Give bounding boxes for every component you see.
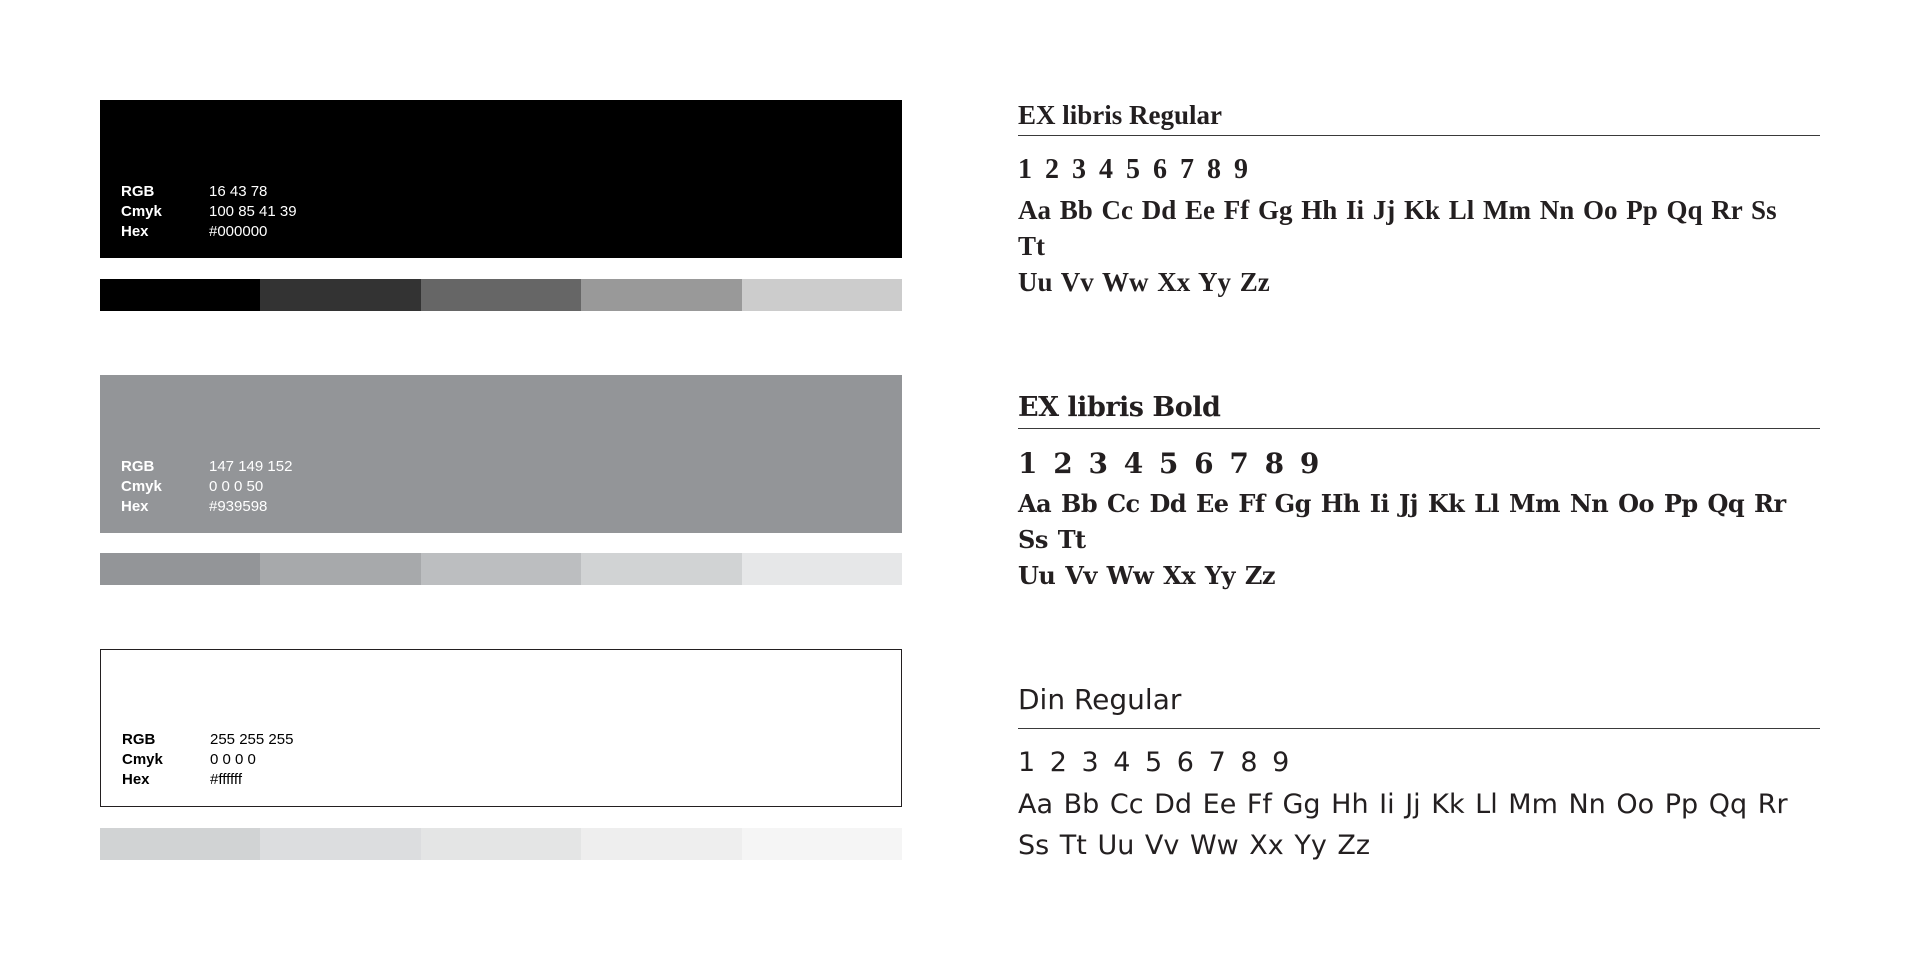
hex-value: #939598: [209, 498, 268, 515]
tint-strip-black: [100, 279, 903, 311]
tint-swatch: [260, 279, 421, 311]
color-specs: RGB 255 255 255 Cmyk 0 0 0 0 Hex #ffffff: [122, 730, 293, 790]
tint-swatch: [741, 553, 903, 585]
rgb-label: RGB: [122, 731, 156, 748]
font-alphabet-line: Aa Bb Cc Dd Ee Ff Gg Hh Ii Jj Kk Ll Mm N…: [1018, 789, 1788, 820]
tint-swatch: [420, 279, 582, 311]
font-name: EX libris Regular: [1018, 100, 1223, 130]
tint-swatch: [420, 553, 582, 585]
tint-swatch: [100, 828, 261, 860]
divider: [1018, 135, 1820, 136]
divider: [1018, 428, 1820, 429]
hex-value: #000000: [209, 223, 268, 240]
tint-swatch: [581, 828, 742, 860]
tint-swatch: [581, 279, 742, 311]
tint-strip-gray: [100, 553, 903, 585]
tint-swatch: [741, 279, 903, 311]
color-swatch-gray: RGB 147 149 152 Cmyk 0 0 0 50 Hex #939598: [100, 375, 902, 533]
cmyk-value: 100 85 41 39: [209, 203, 297, 220]
tint-swatch: [100, 553, 261, 585]
cmyk-label: Cmyk: [121, 203, 162, 220]
font-alphabet-line: Uu Vv Ww Xx Yy Zz: [1018, 561, 1276, 590]
color-swatch-black: RGB 16 43 78 Cmyk 100 85 41 39 Hex #000000: [100, 100, 902, 258]
divider: [1018, 728, 1820, 729]
hex-label: Hex: [121, 498, 149, 515]
cmyk-label: Cmyk: [122, 751, 163, 768]
tint-swatch: [741, 828, 903, 860]
rgb-value: 147 149 152: [209, 458, 293, 475]
rgb-label: RGB: [121, 183, 155, 200]
font-alphabet-line: Aa Bb Cc Dd Ee Ff Gg Hh Ii Jj Kk Ll Mm N…: [1018, 195, 1777, 261]
tint-swatch: [260, 828, 421, 860]
color-specs: RGB 147 149 152 Cmyk 0 0 0 50 Hex #939598: [121, 457, 292, 517]
font-numbers: 1 2 3 4 5 6 7 8 9: [1018, 154, 1251, 185]
rgb-value: 16 43 78: [209, 183, 268, 200]
hex-value: #ffffff: [210, 771, 242, 788]
tint-strip-white: [100, 828, 903, 860]
rgb-value: 255 255 255: [210, 731, 294, 748]
font-specimen-exlibris-bold: EX libris Bold 1 2 3 4 5 6 7 8 9 Aa Bb C…: [1018, 388, 1820, 594]
tint-swatch: [581, 553, 742, 585]
font-numbers: 1 2 3 4 5 6 7 8 9: [1018, 747, 1293, 778]
font-alphabet-line: Aa Bb Cc Dd Ee Ff Gg Hh Ii Jj Kk Ll Mm N…: [1018, 489, 1786, 554]
color-specs: RGB 16 43 78 Cmyk 100 85 41 39 Hex #000000: [121, 182, 297, 242]
color-swatch-white: RGB 255 255 255 Cmyk 0 0 0 0 Hex #ffffff: [100, 649, 902, 807]
font-alphabet-line: Ss Tt Uu Vv Ww Xx Yy Zz: [1018, 830, 1371, 861]
font-numbers: 1 2 3 4 5 6 7 8 9: [1018, 447, 1323, 480]
font-specimen-din-regular: Din Regular 1 2 3 4 5 6 7 8 9 Aa Bb Cc D…: [1018, 680, 1820, 866]
rgb-label: RGB: [121, 458, 155, 475]
cmyk-label: Cmyk: [121, 478, 162, 495]
tint-swatch: [100, 279, 261, 311]
font-name: EX libris Bold: [1018, 392, 1221, 423]
tint-swatch: [260, 553, 421, 585]
cmyk-value: 0 0 0 0: [210, 751, 256, 768]
font-alphabet-line: Uu Vv Ww Xx Yy Zz: [1018, 267, 1270, 297]
tint-swatch: [420, 828, 582, 860]
font-specimen-exlibris-regular: EX libris Regular 1 2 3 4 5 6 7 8 9 Aa B…: [1018, 95, 1820, 300]
hex-label: Hex: [121, 223, 149, 240]
font-name: Din Regular: [1018, 683, 1182, 716]
hex-label: Hex: [122, 771, 150, 788]
cmyk-value: 0 0 0 50: [209, 478, 264, 495]
